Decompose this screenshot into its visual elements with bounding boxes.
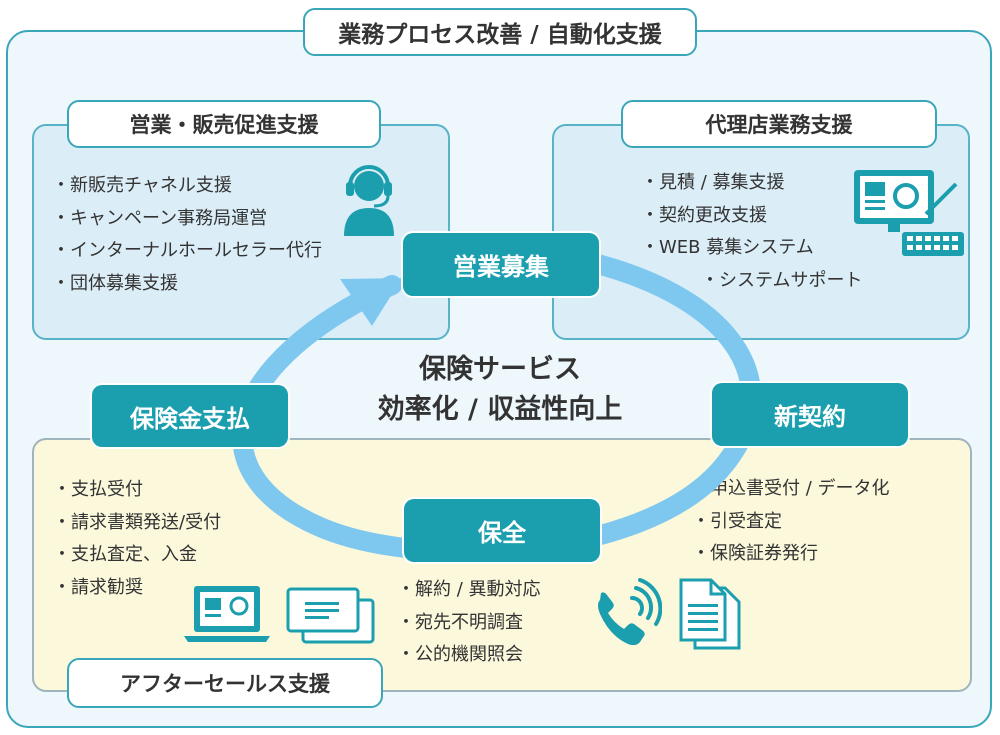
phone-ringing-icon	[598, 578, 662, 646]
node-sales-recruit: 営業募集	[403, 233, 599, 296]
list-item: 引受査定	[692, 506, 890, 539]
list-item: キャンペーン事務局運営	[52, 203, 322, 236]
list-item: 団体募集支援	[52, 268, 322, 301]
list-item: 保険証券発行	[692, 538, 890, 571]
headset-operator-icon	[344, 165, 394, 236]
node-payment: 保険金支払	[92, 385, 288, 447]
aftersales-support-title: アフターセールス支援	[67, 658, 383, 708]
list-item: システムサポート	[641, 265, 862, 298]
computer-monitor-keyboard-icon	[854, 170, 964, 256]
payment-list: 支払受付 請求書類発送/受付 支払査定、入金 請求勧奨	[53, 474, 221, 604]
agency-support-list: 見積 / 募集支援 契約更改支援 WEB 募集システム システムサポート	[641, 167, 862, 297]
envelope-documents-icon	[286, 587, 375, 644]
node-maintenance: 保全	[404, 499, 600, 562]
sales-support-list: 新販売チャネル支援 キャンペーン事務局運営 インターナルホールセラー代行 団体募…	[52, 170, 322, 300]
list-item: インターナルホールセラー代行	[52, 235, 322, 268]
list-item: 宛先不明調査	[397, 607, 541, 640]
list-item: 解約 / 異動対応	[397, 574, 541, 607]
agency-support-title: 代理店業務支援	[621, 100, 937, 148]
page-title: 業務プロセス改善 / 自動化支援	[303, 8, 697, 56]
list-item: 請求勧奨	[53, 572, 221, 605]
node-new-contract: 新契約	[712, 383, 908, 446]
list-item: 支払査定、入金	[53, 539, 221, 572]
list-item: 請求書類発送/受付	[53, 507, 221, 540]
center-line-2: 効率化 / 収益性向上	[377, 394, 623, 425]
center-line-1: 保険サービス	[419, 354, 581, 385]
list-item: 新販売チャネル支援	[52, 170, 322, 203]
sales-support-title: 営業・販売促進支援	[67, 100, 381, 148]
maintenance-list: 解約 / 異動対応 宛先不明調査 公的機関照会	[397, 574, 541, 672]
list-item: 公的機関照会	[397, 639, 541, 672]
list-item: 見積 / 募集支援	[641, 167, 862, 200]
list-item: 支払受付	[53, 474, 221, 507]
cycle-center-text: 保険サービス 効率化 / 収益性向上	[340, 350, 660, 430]
documents-icon	[679, 578, 741, 650]
laptop-icon	[184, 586, 270, 642]
contract-list: 申込書受付 / データ化 引受査定 保険証券発行	[692, 473, 890, 571]
cycle-arrowhead	[340, 278, 402, 326]
list-item: 契約更改支援	[641, 200, 862, 233]
list-item: 申込書受付 / データ化	[692, 473, 890, 506]
list-item: WEB 募集システム	[641, 232, 862, 265]
